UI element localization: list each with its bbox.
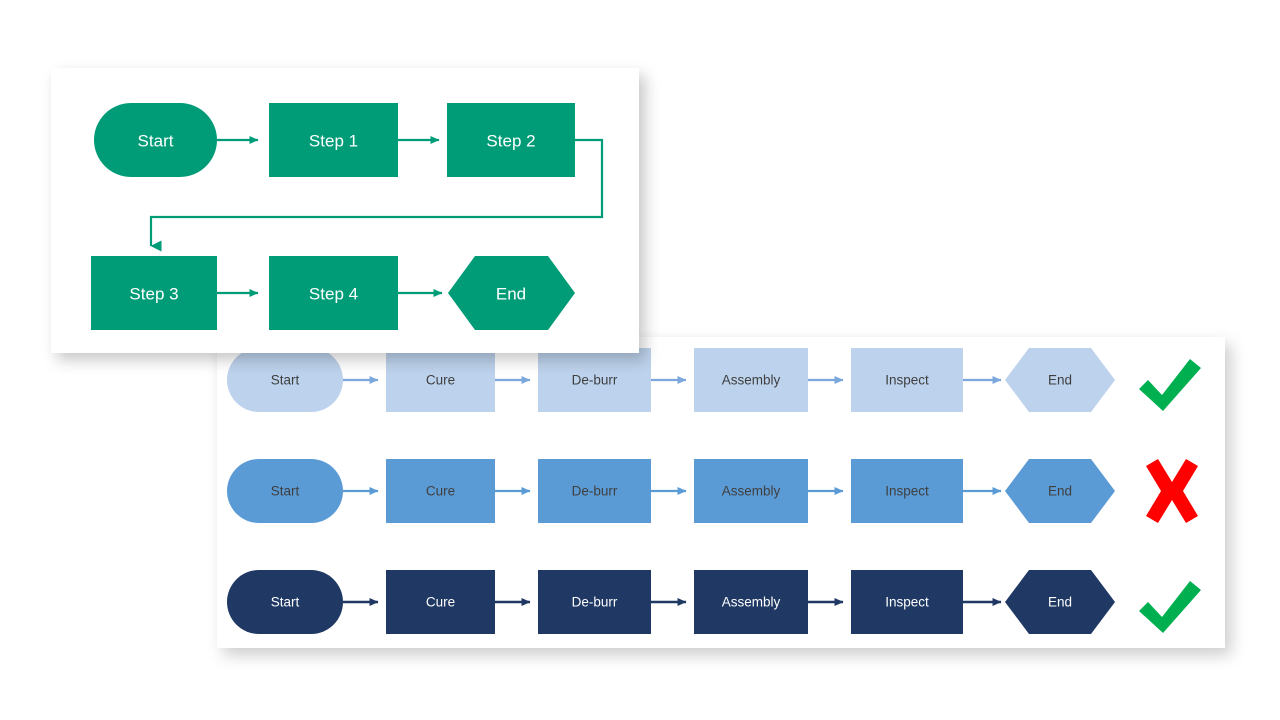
row-medium-node-end[interactable]: End (1005, 459, 1115, 523)
row-light-node-start[interactable]: Start (227, 348, 343, 412)
row-medium-node-deburr[interactable]: De-burr (538, 459, 651, 523)
green-flowchart-card: Start Step 1 Step 2 Step 3 Step 4 (51, 68, 639, 353)
row-medium-node-start[interactable]: Start (227, 459, 343, 523)
row-light-node-deburr[interactable]: De-burr (538, 348, 651, 412)
row-medium-status-cross-icon (1146, 459, 1198, 523)
green-node-start[interactable]: Start (94, 103, 217, 177)
green-node-step3-label: Step 3 (129, 285, 178, 304)
green-flowchart-stage: Start Step 1 Step 2 Step 3 Step 4 (51, 68, 639, 353)
row-medium-node-inspect[interactable]: Inspect (851, 459, 963, 523)
row-dark-node-end[interactable]: End (1005, 570, 1115, 634)
green-node-end[interactable]: End (448, 256, 575, 330)
green-node-step2-label: Step 2 (486, 132, 535, 151)
variant-row-dark[interactable]: Start Cure De-burr Assembly Inspect (227, 570, 1201, 634)
row-light-node-cure-label: Cure (426, 373, 455, 388)
green-node-step1-label: Step 1 (309, 132, 358, 151)
row-light-status-check-icon (1139, 359, 1201, 411)
row-dark-node-cure-label: Cure (426, 595, 455, 610)
row-light-node-start-label: Start (271, 373, 300, 388)
green-node-step1[interactable]: Step 1 (269, 103, 398, 177)
row-dark-node-inspect[interactable]: Inspect (851, 570, 963, 634)
row-light-node-cure[interactable]: Cure (386, 348, 495, 412)
green-connectors (149, 136, 604, 297)
row-light-node-inspect-label: Inspect (885, 373, 929, 388)
row-dark-node-end-label: End (1048, 595, 1072, 610)
row-medium-node-cure[interactable]: Cure (386, 459, 495, 523)
green-node-start-label: Start (138, 132, 174, 151)
row-dark-node-cure[interactable]: Cure (386, 570, 495, 634)
row-dark-node-assembly-label: Assembly (722, 595, 781, 610)
row-medium-node-cure-label: Cure (426, 484, 455, 499)
row-medium-node-start-label: Start (271, 484, 300, 499)
row-dark-node-start[interactable]: Start (227, 570, 343, 634)
row-dark-node-deburr[interactable]: De-burr (538, 570, 651, 634)
green-node-end-label: End (496, 285, 526, 304)
variant-row-light[interactable]: Start Cure De-burr Assembly Inspect (227, 348, 1201, 412)
row-dark-node-deburr-label: De-burr (572, 595, 618, 610)
row-medium-node-deburr-label: De-burr (572, 484, 618, 499)
row-light-node-end-label: End (1048, 373, 1072, 388)
process-variants-card: Start Cure De-burr Assembly Inspect (217, 337, 1225, 648)
row-light-node-assembly-label: Assembly (722, 373, 781, 388)
row-light-node-assembly[interactable]: Assembly (694, 348, 808, 412)
green-node-step4-label: Step 4 (309, 285, 358, 304)
row-dark-node-start-label: Start (271, 595, 300, 610)
row-medium-node-end-label: End (1048, 484, 1072, 499)
connector-step2-step3-elbow (149, 138, 604, 252)
row-dark-node-assembly[interactable]: Assembly (694, 570, 808, 634)
green-node-step2[interactable]: Step 2 (447, 103, 575, 177)
row-light-node-end[interactable]: End (1005, 348, 1115, 412)
green-node-step4[interactable]: Step 4 (269, 256, 398, 330)
row-light-node-deburr-label: De-burr (572, 373, 618, 388)
row-dark-status-check-icon (1139, 581, 1201, 633)
row-light-node-inspect[interactable]: Inspect (851, 348, 963, 412)
row-medium-node-assembly[interactable]: Assembly (694, 459, 808, 523)
row-medium-node-inspect-label: Inspect (885, 484, 929, 499)
green-node-step3[interactable]: Step 3 (91, 256, 217, 330)
row-medium-node-assembly-label: Assembly (722, 484, 781, 499)
process-variants-stage: Start Cure De-burr Assembly Inspect (217, 337, 1225, 648)
variant-row-medium[interactable]: Start Cure De-burr Assembly Inspect (227, 459, 1198, 523)
row-dark-node-inspect-label: Inspect (885, 595, 929, 610)
